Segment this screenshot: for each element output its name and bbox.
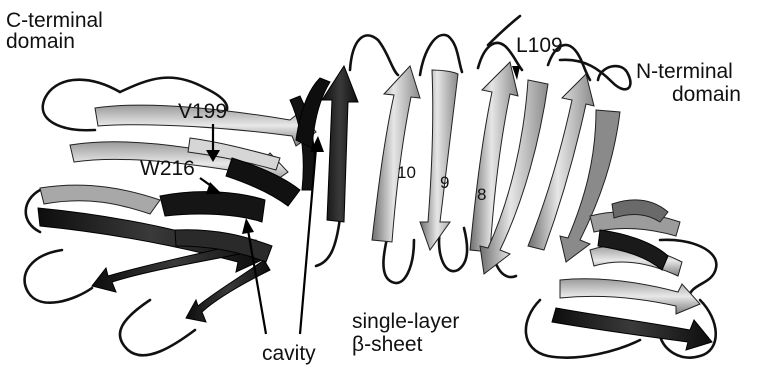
- residue-w216-label: W216: [140, 157, 195, 180]
- strand-9-label: 9: [440, 173, 449, 192]
- c-terminal-loop-lower: [25, 250, 92, 303]
- residue-l109-label: L109: [516, 34, 563, 57]
- sheet-strand-dark-front: [296, 78, 330, 148]
- single-layer-label-line1: single-layer: [352, 310, 459, 333]
- sheet-strand-11: [322, 66, 358, 222]
- single-layer-beta-sheet: [296, 16, 630, 283]
- n-terminal-label-line2: domain: [672, 83, 741, 106]
- cavity-pointer-arrowhead-1: [242, 218, 254, 234]
- sheet-strand-10: [372, 66, 420, 242]
- c-terminal-label-line2: domain: [6, 30, 75, 53]
- n-terminal-tail: [560, 60, 630, 90]
- c-terminal-label-line1: C-terminal: [6, 9, 103, 32]
- c-terminal-strand-dark-3: [186, 260, 270, 322]
- n-terminal-strand-3: [560, 279, 700, 314]
- n-terminal-label-line1: N-terminal: [636, 60, 733, 83]
- single-layer-label-line2: β-sheet: [352, 333, 423, 356]
- sheet-strand-9: [420, 70, 458, 250]
- c-terminal-domain: [25, 78, 316, 356]
- c-terminal-strand-dark-4: [160, 192, 265, 222]
- n-terminal-domain: [526, 200, 716, 358]
- c-terminal-loop-bottom: [120, 300, 195, 355]
- cavity-label: cavity: [262, 342, 316, 365]
- strand-10-label: 10: [397, 163, 416, 182]
- residue-v199-label: V199: [178, 100, 227, 123]
- strand-8-label: 8: [477, 185, 486, 204]
